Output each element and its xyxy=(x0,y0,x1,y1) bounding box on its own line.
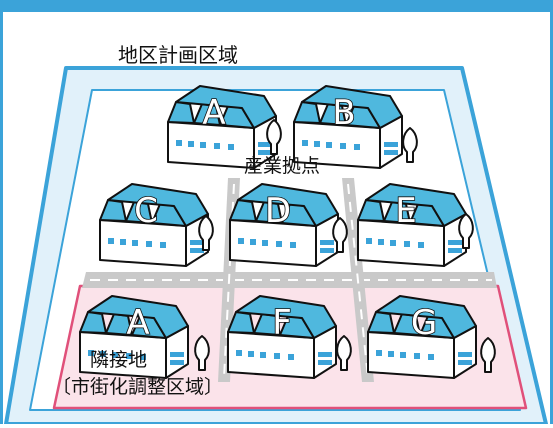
svg-text:G: G xyxy=(411,303,437,343)
building-B: B xyxy=(293,85,403,169)
svg-text:D: D xyxy=(265,191,291,231)
svg-text:A: A xyxy=(126,303,149,343)
adjacent-zone-label: 〔市街化調整区域〕 xyxy=(52,376,223,398)
svg-text:C: C xyxy=(134,191,158,231)
hub-label: 産業拠点 xyxy=(244,155,320,177)
svg-text:B: B xyxy=(332,93,355,133)
building-A-top: A xyxy=(167,85,277,169)
adjacent-label: 隣接地 xyxy=(90,349,147,371)
building-F: F xyxy=(227,295,337,379)
building-D: D xyxy=(229,183,339,267)
building-E: E xyxy=(357,183,467,267)
svg-text:A: A xyxy=(202,93,225,133)
building-C: C xyxy=(99,183,209,267)
frame-top-bar xyxy=(0,0,553,12)
district-title: 地区計画区域 xyxy=(118,43,238,67)
svg-text:E: E xyxy=(395,191,416,231)
building-G: G xyxy=(367,295,477,379)
svg-text:F: F xyxy=(272,303,292,343)
frame-left-edge xyxy=(0,12,3,424)
frame-right-edge xyxy=(550,12,553,424)
building-A-adjacent: A xyxy=(79,295,189,379)
